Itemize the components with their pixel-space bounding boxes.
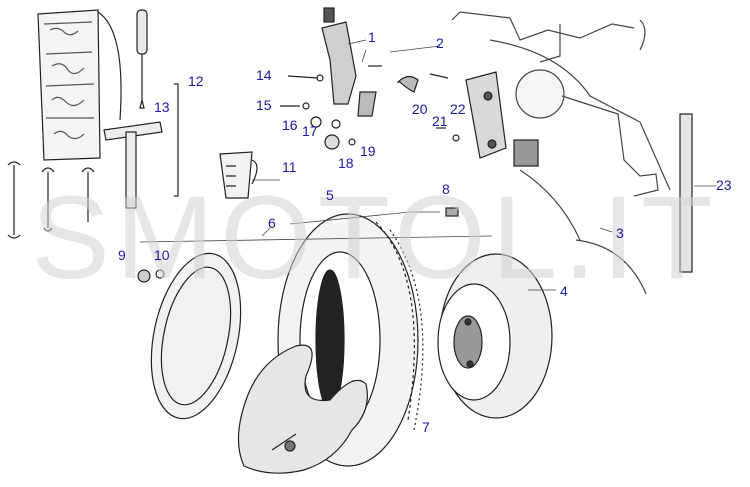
part-label-15: 15 — [256, 97, 272, 113]
tools-bracket — [174, 83, 179, 197]
part-label-21: 21 — [432, 113, 448, 129]
part-label-22: 22 — [450, 101, 466, 117]
stand-lever — [321, 7, 382, 117]
part-label-3: 3 — [616, 225, 624, 241]
screwdriver — [136, 9, 148, 109]
part-label-10: 10 — [154, 247, 170, 263]
open-spanners — [7, 161, 95, 239]
part-label-18: 18 — [338, 155, 354, 171]
leader-lines — [139, 39, 716, 291]
hub-cap-ring — [150, 252, 242, 420]
part-label-2: 2 — [436, 35, 444, 51]
part-label-12: 12 — [188, 73, 204, 89]
part-label-9: 9 — [118, 247, 126, 263]
part-label-17: 17 — [302, 123, 318, 139]
watermark: SMOTOL.IT — [31, 172, 719, 304]
part-label-6: 6 — [268, 215, 276, 231]
part-label-1: 1 — [368, 29, 376, 45]
part-label-13: 13 — [154, 99, 170, 115]
part-label-19: 19 — [360, 143, 376, 159]
part-label-8: 8 — [442, 181, 450, 197]
stand-rod — [679, 113, 693, 273]
part-label-7: 7 — [422, 419, 430, 435]
part-label-4: 4 — [560, 283, 568, 299]
t-wrench — [103, 121, 163, 209]
mounting-plate — [465, 71, 539, 167]
part-label-23: 23 — [716, 177, 732, 193]
washer — [155, 269, 165, 279]
tool-roll — [37, 9, 122, 161]
measuring-jug — [219, 151, 258, 199]
part-label-16: 16 — [282, 117, 298, 133]
part-label-11: 11 — [282, 159, 297, 175]
part-label-14: 14 — [256, 67, 272, 83]
bolt — [445, 207, 459, 217]
wheel-rim — [437, 253, 553, 419]
nut — [137, 269, 151, 283]
small-hardware — [280, 73, 460, 150]
scooter-body — [451, 11, 671, 295]
inner-tube — [237, 344, 368, 474]
part-label-5: 5 — [326, 187, 334, 203]
part-label-20: 20 — [412, 101, 428, 117]
